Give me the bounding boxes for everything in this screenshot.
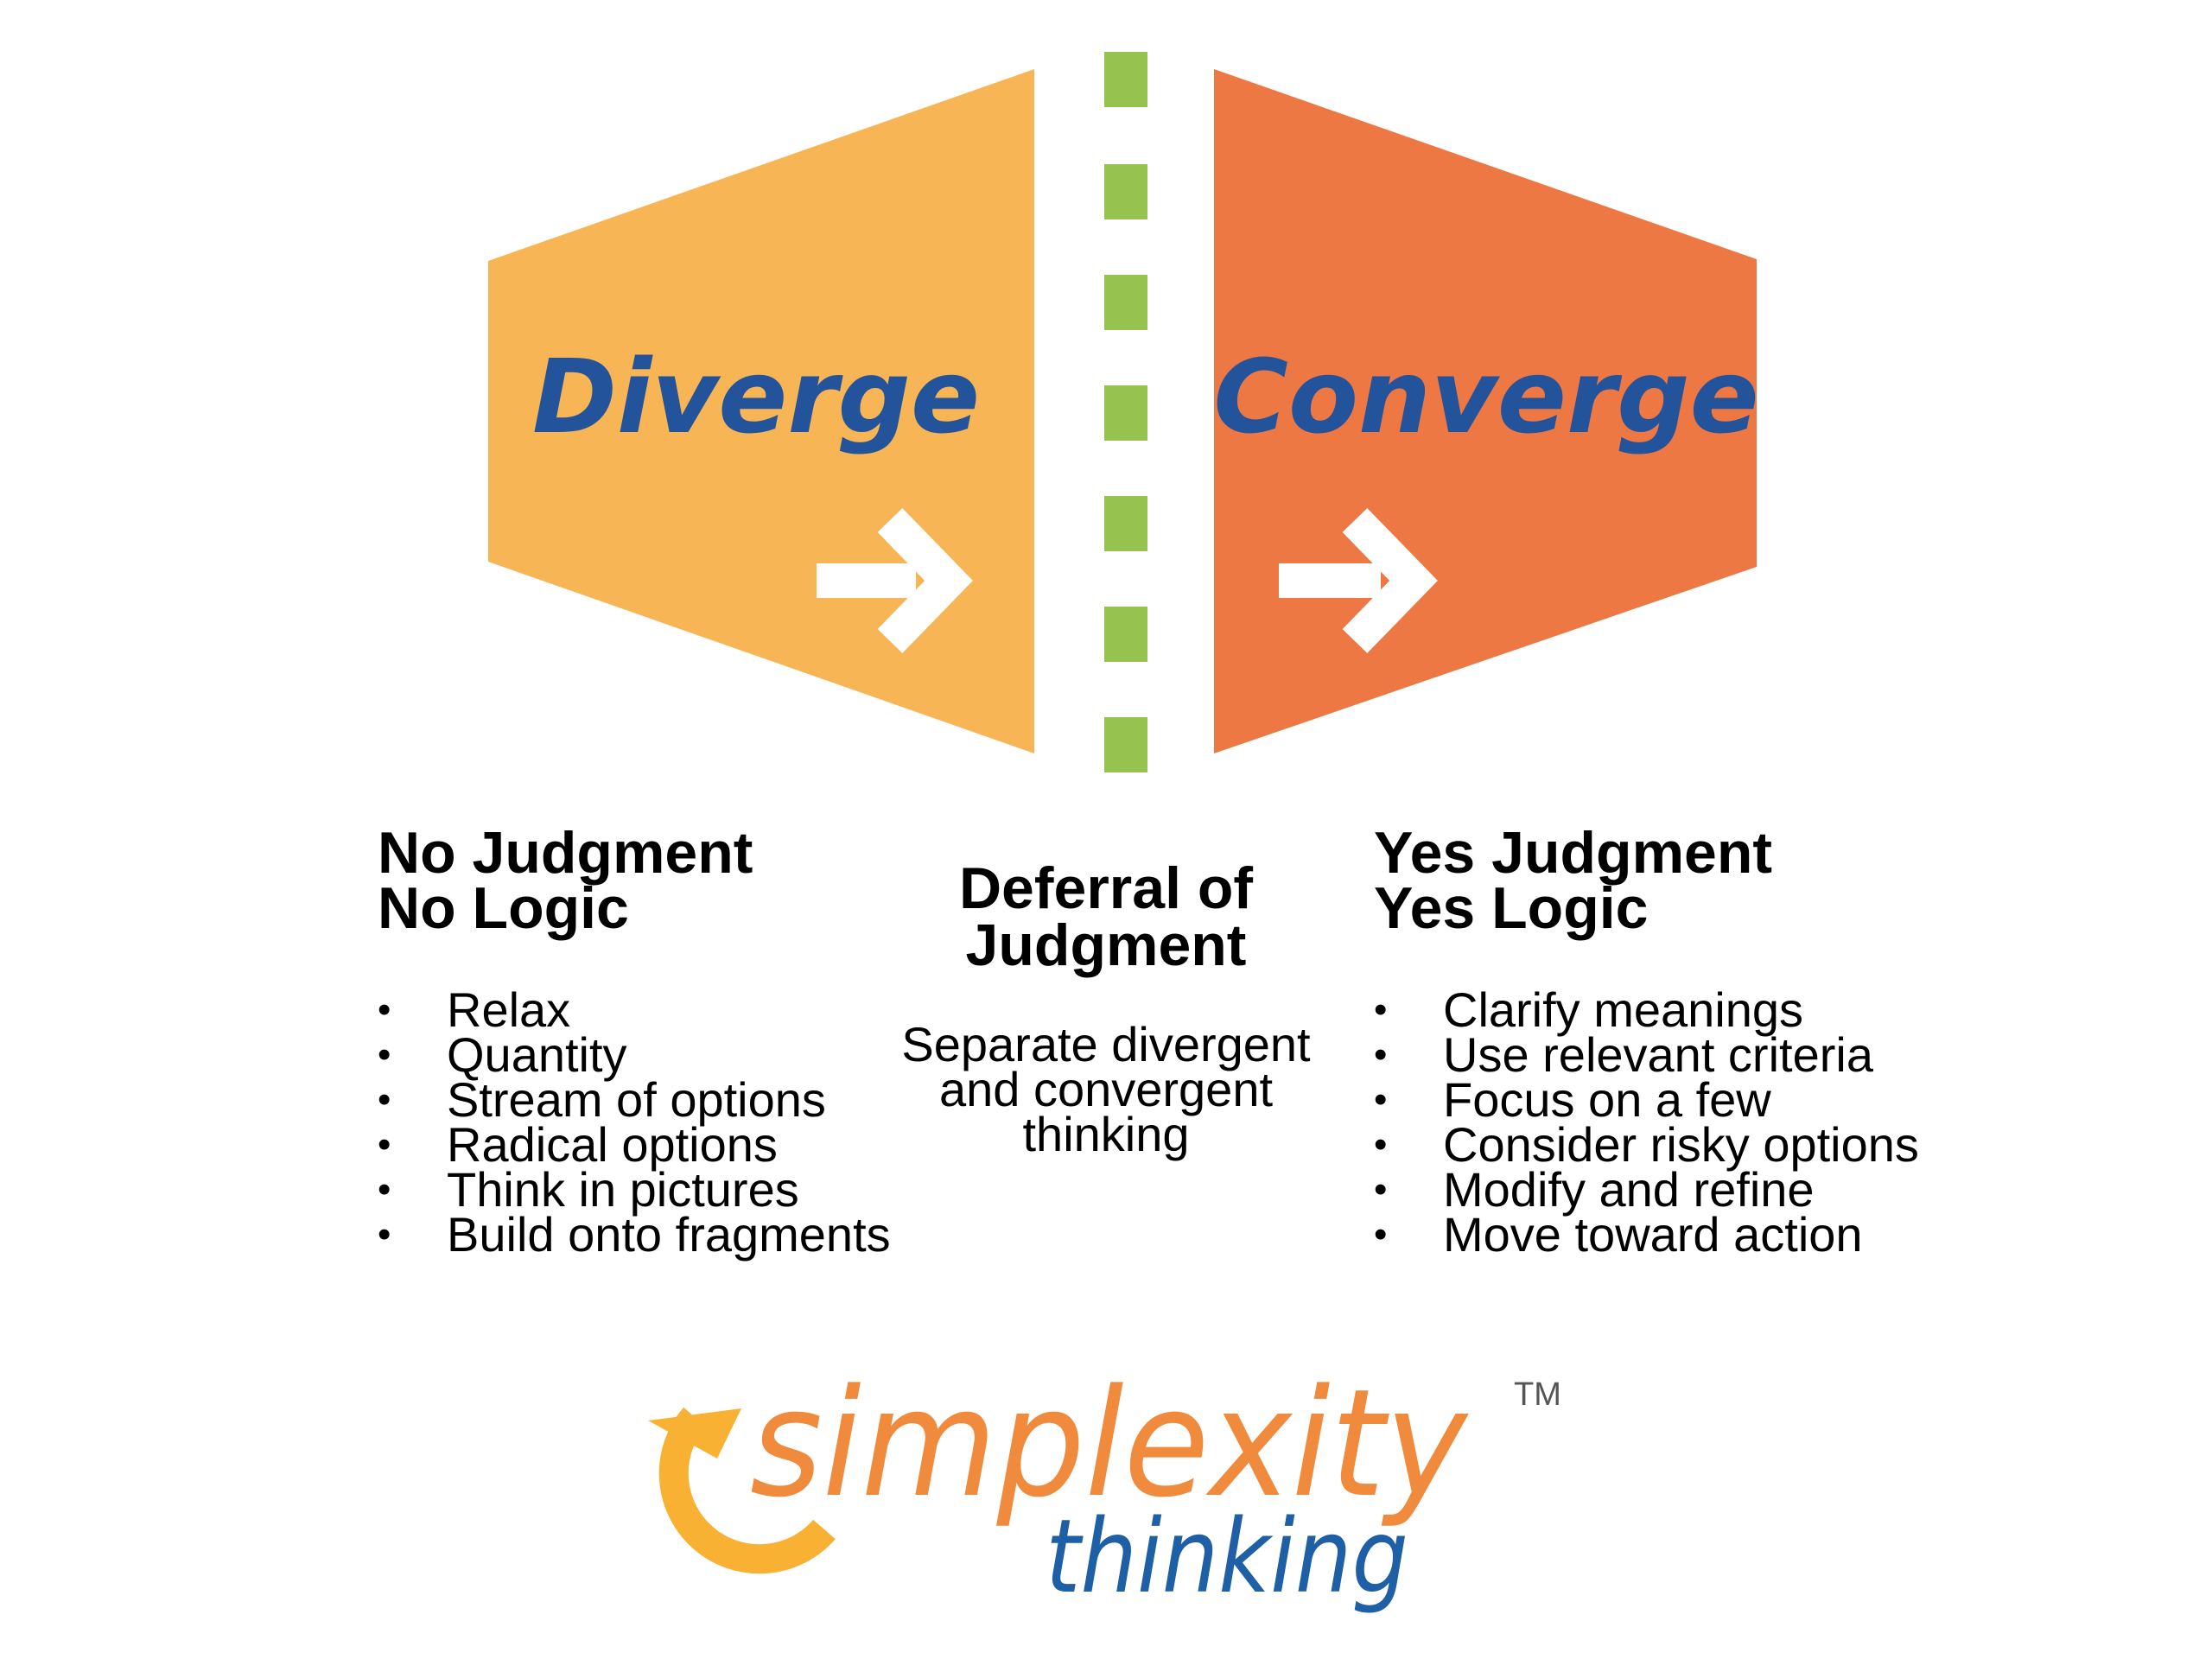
deferral-heading: Deferral of Judgment <box>881 859 1331 975</box>
converge-label: Converge <box>1213 337 1758 456</box>
logo-main-word: simplexity <box>750 1357 1469 1530</box>
divider-dash <box>1104 717 1147 772</box>
logo-sub-word: thinking <box>1046 1497 1408 1616</box>
list-item: Modify and refine <box>1374 1166 2031 1214</box>
diverge-heading-line1: No Judgment <box>378 820 753 886</box>
diverge-list: Relax Quantity Stream of options Radical… <box>378 986 931 1259</box>
diverge-column: No Judgment No Logic Relax Quantity Stre… <box>378 823 931 1259</box>
deferral-heading-line2: Judgment <box>965 912 1247 978</box>
list-item: Think in pictures <box>378 1166 931 1214</box>
deferral-text-line3: thinking <box>1022 1107 1190 1161</box>
converge-heading-line2: Yes Logic <box>1374 875 1649 941</box>
converge-heading-line1: Yes Judgment <box>1374 820 1773 886</box>
list-item: Stream of options <box>378 1076 931 1124</box>
diverge-heading-line2: No Logic <box>378 875 629 941</box>
converge-list: Clarify meanings Use relevant criteria F… <box>1374 986 2031 1259</box>
divider-dash <box>1104 164 1147 219</box>
divider-dash <box>1104 275 1147 330</box>
converge-heading: Yes Judgment Yes Logic <box>1374 823 2031 938</box>
simplexity-thinking-logo: simplexity thinking TM <box>648 1357 1561 1616</box>
swirl-arrow-icon <box>648 1407 836 1574</box>
arrow-right-icon <box>817 508 973 653</box>
divider-dashed-line <box>1104 52 1147 772</box>
list-item: Move toward action <box>1374 1211 2031 1259</box>
list-item: Consider risky options <box>1374 1121 2031 1169</box>
converge-column: Yes Judgment Yes Logic Clarify meanings … <box>1374 823 2031 1259</box>
diverge-heading: No Judgment No Logic <box>378 823 931 938</box>
deferral-description: Separate divergent and convergent thinki… <box>881 1020 1331 1159</box>
deferral-text-line1: Separate divergent <box>901 1017 1311 1071</box>
divider-dash <box>1104 385 1147 441</box>
arrow-right-icon <box>1279 508 1438 653</box>
divider-dash <box>1104 607 1147 662</box>
list-item: Use relevant criteria <box>1374 1031 2031 1079</box>
list-item: Clarify meanings <box>1374 986 2031 1034</box>
list-item: Radical options <box>378 1121 931 1169</box>
diverge-converge-diagram: Diverge Converge <box>488 52 1759 772</box>
logo-trademark: TM <box>1514 1376 1561 1413</box>
deferral-column: Deferral of Judgment Separate divergent … <box>881 859 1331 1159</box>
list-item: Quantity <box>378 1031 931 1079</box>
divider-dash <box>1104 52 1147 107</box>
deferral-heading-line1: Deferral of <box>958 855 1254 921</box>
divider-dash <box>1104 496 1147 551</box>
list-item: Focus on a few <box>1374 1076 2031 1124</box>
list-item: Build onto fragments <box>378 1211 931 1259</box>
deferral-text-line2: and convergent <box>938 1062 1274 1116</box>
diverge-label: Diverge <box>532 337 980 456</box>
list-item: Relax <box>378 986 931 1034</box>
